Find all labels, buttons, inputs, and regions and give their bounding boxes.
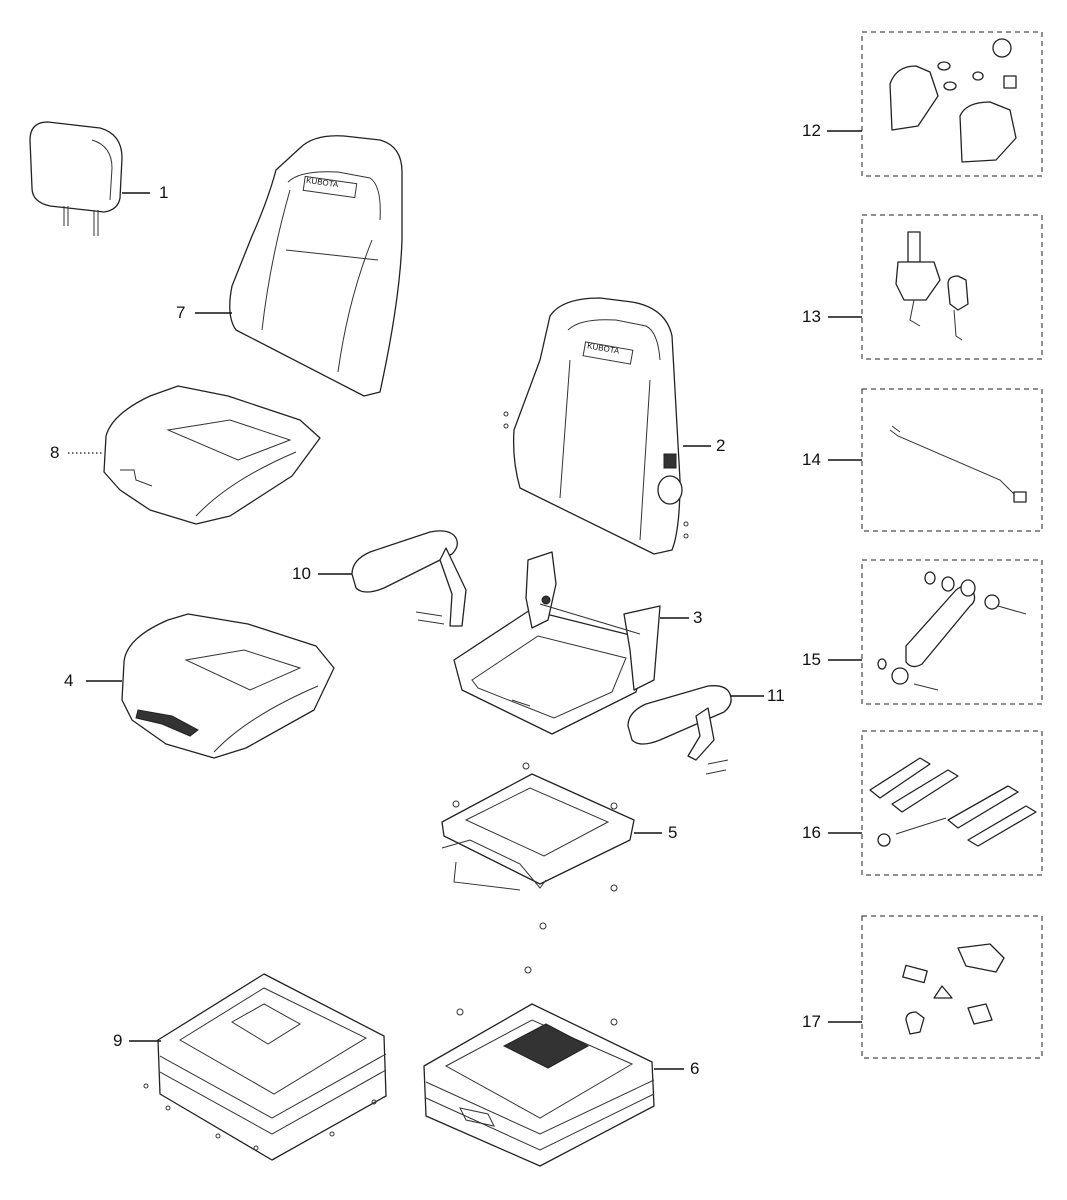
slide-rail-assembly (441, 762, 635, 892)
callout-17: 17 (802, 1012, 821, 1031)
callout-2: 2 (716, 436, 726, 455)
kit-box-16 (861, 730, 1043, 876)
seat-cushion (121, 613, 335, 759)
callout-6: 6 (690, 1059, 700, 1078)
suspension-base (143, 973, 387, 1161)
callout-3: 3 (693, 608, 703, 627)
callout-7: 7 (176, 303, 186, 322)
callout-13: 13 (802, 307, 821, 326)
callout-12: 12 (802, 121, 821, 140)
kit-box-14 (861, 388, 1043, 532)
callout-10: 10 (292, 564, 311, 583)
callout-14: 14 (802, 450, 821, 469)
callout-9: 9 (113, 1031, 123, 1050)
headrest (29, 121, 123, 236)
callout-8: 8 (50, 443, 60, 462)
seat-frame (453, 551, 661, 735)
kit-box-17 (861, 915, 1043, 1059)
seat-cushion-cover (103, 385, 321, 525)
kit-box-13 (861, 214, 1043, 360)
backrest (503, 297, 689, 555)
kit-box-12 (861, 31, 1043, 177)
callout-5: 5 (668, 823, 678, 842)
callout-16: 16 (802, 823, 821, 842)
callout-4: 4 (64, 671, 74, 690)
right-armrest (627, 685, 732, 775)
left-armrest (351, 530, 467, 627)
kit-box-15 (861, 559, 1043, 705)
callout-1: 1 (159, 183, 169, 202)
callout-15: 15 (802, 650, 821, 669)
suspension-unit (423, 966, 655, 1167)
callout-11: 11 (767, 686, 785, 705)
backrest-cover (229, 135, 403, 397)
